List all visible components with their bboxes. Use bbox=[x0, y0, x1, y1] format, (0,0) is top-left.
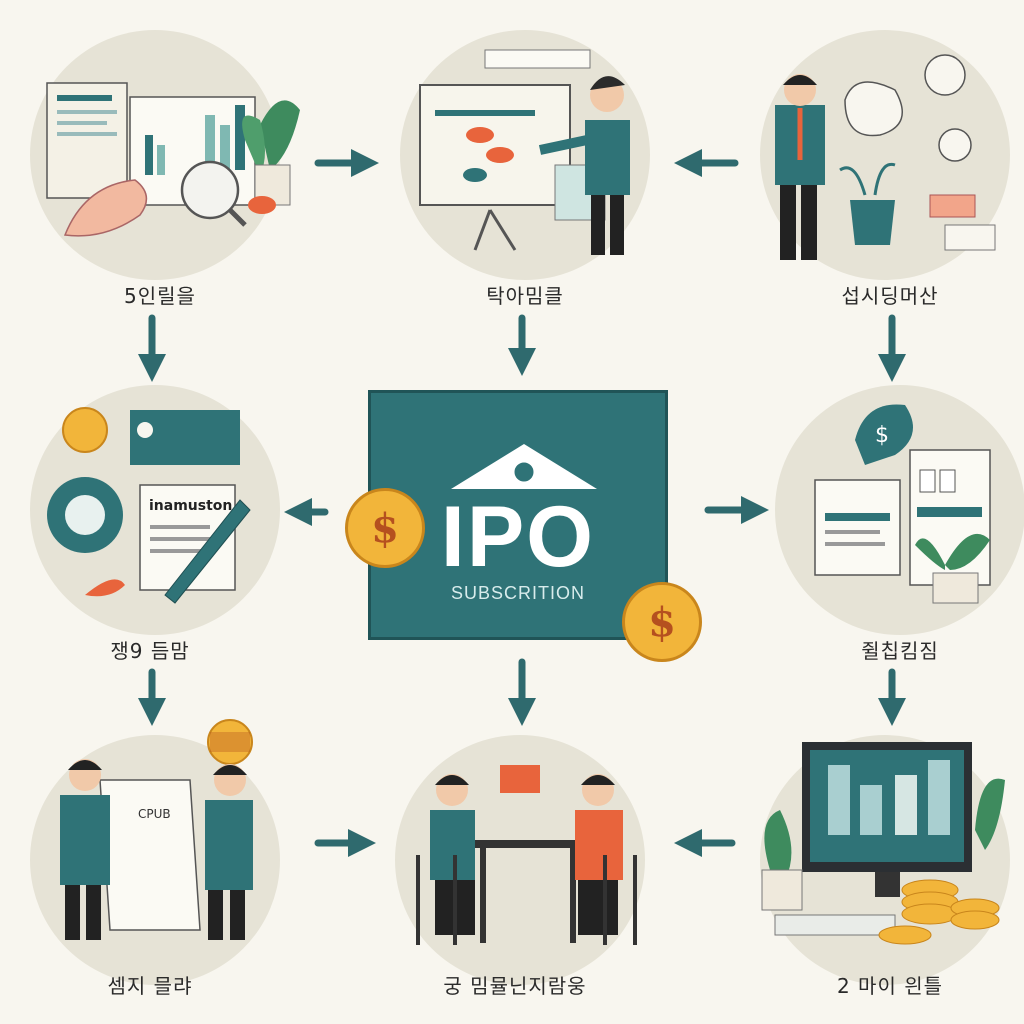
step-label-top-right: 섭시딩머산 bbox=[841, 284, 939, 308]
handshake-doc-text: CPUB bbox=[138, 807, 171, 821]
document-magnifier-icon bbox=[46, 82, 300, 237]
dollar-coin-icon: $ bbox=[345, 488, 425, 568]
dollar-coin-icon: $ bbox=[622, 582, 702, 662]
step-label-middle-left: 쟁9 듬맘 bbox=[110, 639, 190, 663]
handshake-document-icon: CPUB bbox=[60, 719, 253, 940]
svg-text:$: $ bbox=[875, 423, 889, 448]
step-label-top-left: 5인릴을 bbox=[124, 284, 196, 308]
computer-coins-icon bbox=[761, 742, 1005, 945]
house-roof-icon bbox=[451, 444, 597, 489]
step-label-bottom-right: 2 마이 읜틀 bbox=[836, 974, 944, 998]
pen-form-doc-text: inamuston bbox=[149, 498, 232, 514]
ipo-title: IPO bbox=[440, 489, 596, 585]
pen-form-icon: inamuston bbox=[47, 407, 251, 604]
step-label-bottom-left: 셈지 믈랴 bbox=[107, 974, 193, 998]
meeting-table-icon bbox=[416, 765, 637, 945]
documents-plant-icon: $ bbox=[814, 404, 991, 604]
ipo-subtitle: SUBSCRITION bbox=[450, 583, 585, 603]
step-label-middle-right: 쥘칩킴짐 bbox=[861, 639, 939, 663]
step-label-top-middle: 탁아밈클 bbox=[486, 284, 564, 308]
presentation-icon bbox=[419, 49, 630, 255]
step-label-bottom-middle: 궁 밈뮬닌지람웅 bbox=[443, 974, 587, 998]
thinking-man-icon bbox=[775, 54, 996, 260]
